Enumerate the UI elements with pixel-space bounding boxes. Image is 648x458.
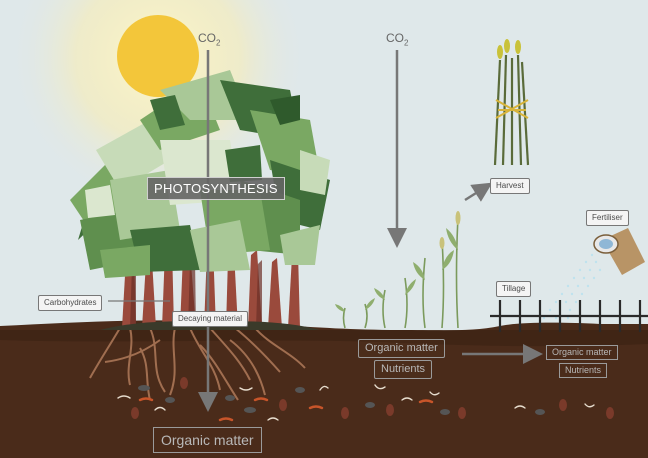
sun-icon (117, 15, 199, 97)
crop-plants (342, 215, 459, 329)
nutrients-field-label: Nutrients (374, 360, 433, 379)
co2-label-right: CO2 (386, 31, 409, 48)
carbohydrates-label: Carbohydrates (38, 295, 103, 311)
nutrients-right-label: Nutrients (559, 363, 608, 378)
crop-leaves (335, 228, 458, 312)
topsoil-band (0, 330, 648, 347)
soil-organisms (117, 377, 614, 422)
flow-arrows (108, 50, 543, 412)
fertiliser-bag-icon (593, 228, 645, 275)
tillage-tool-icon (490, 300, 648, 332)
harvest-bundle-icon (493, 39, 530, 166)
photosynthesis-label: PHOTOSYNTHESIS (147, 177, 285, 200)
decaying-material-label: Decaying material (172, 311, 249, 327)
organic-matter-main-label: Organic matter (153, 427, 262, 453)
co2-label-left: CO2 (198, 31, 221, 48)
tillage-label: Tillage (496, 281, 532, 297)
harvest-arrow (464, 182, 493, 202)
fertiliser-label: Fertiliser (586, 210, 629, 226)
organic-matter-field-label: Organic matter (358, 339, 445, 358)
organic-matter-right-label: Organic matter (546, 345, 618, 360)
harvest-label: Harvest (490, 178, 530, 194)
